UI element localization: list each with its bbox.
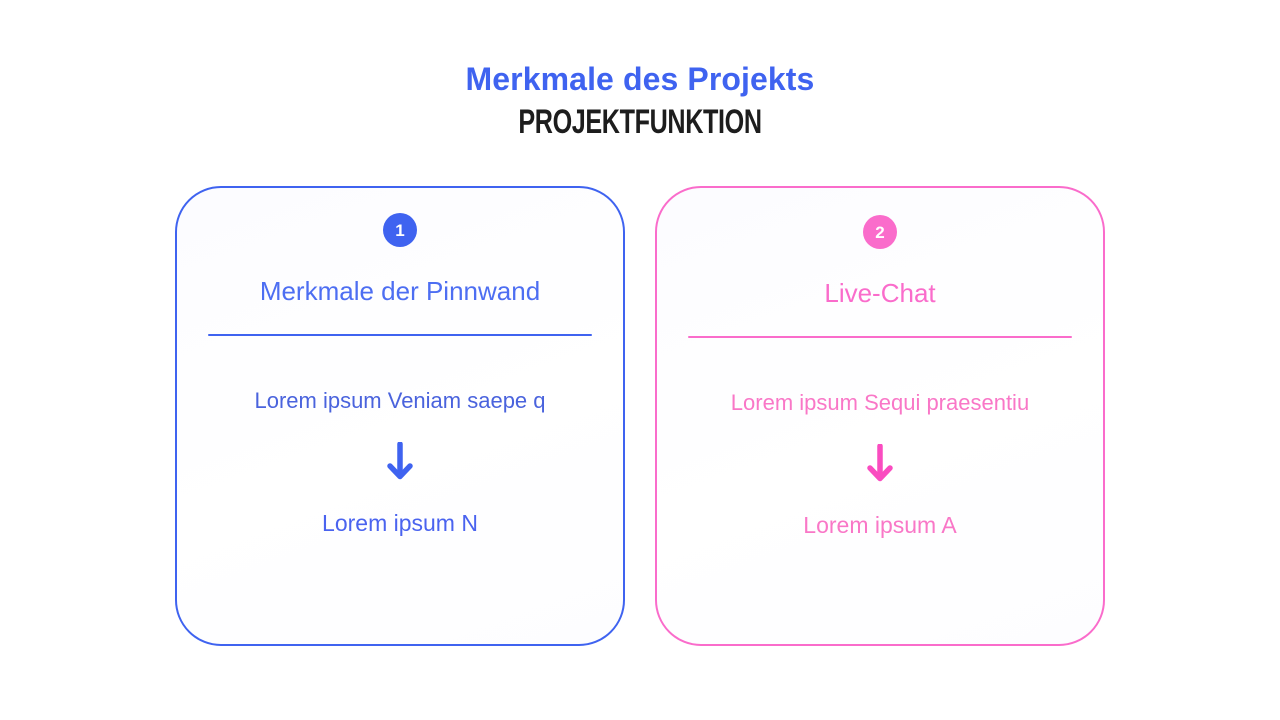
card-body-top-text: Lorem ipsum Veniam saepe q <box>254 388 546 414</box>
card-body: Lorem ipsum Veniam saepe q Lorem ipsum N <box>254 386 545 538</box>
card-body-bottom-text: Lorem ipsum A <box>803 512 957 539</box>
card-body: Lorem ipsum Sequi praesentiu Lorem ipsum… <box>731 388 1029 540</box>
card-badge-number: 1 <box>383 213 417 247</box>
feature-card-1[interactable]: 1 Merkmale der Pinnwand Lorem ipsum Veni… <box>175 186 625 646</box>
slide-header: Merkmale des Projekts PROJEKTFUNKTION <box>0 0 1280 144</box>
feature-card-2[interactable]: 2 Live-Chat Lorem ipsum Sequi praesentiu… <box>655 186 1105 646</box>
page-subtitle: PROJEKTFUNKTION <box>518 103 762 141</box>
card-body-bottom-text: Lorem ipsum N <box>322 510 478 537</box>
card-divider <box>688 336 1072 339</box>
page-title: Merkmale des Projekts <box>465 61 815 97</box>
arrow-down-icon <box>867 444 893 482</box>
card-badge-number: 2 <box>863 215 897 249</box>
card-divider <box>208 334 592 337</box>
card-body-top-text: Lorem ipsum Sequi praesentiu <box>730 390 1030 416</box>
cards-container: 1 Merkmale der Pinnwand Lorem ipsum Veni… <box>175 186 1105 646</box>
arrow-down-icon <box>387 442 413 480</box>
card-title: Merkmale der Pinnwand <box>259 276 541 306</box>
card-title: Live-Chat <box>824 278 936 308</box>
